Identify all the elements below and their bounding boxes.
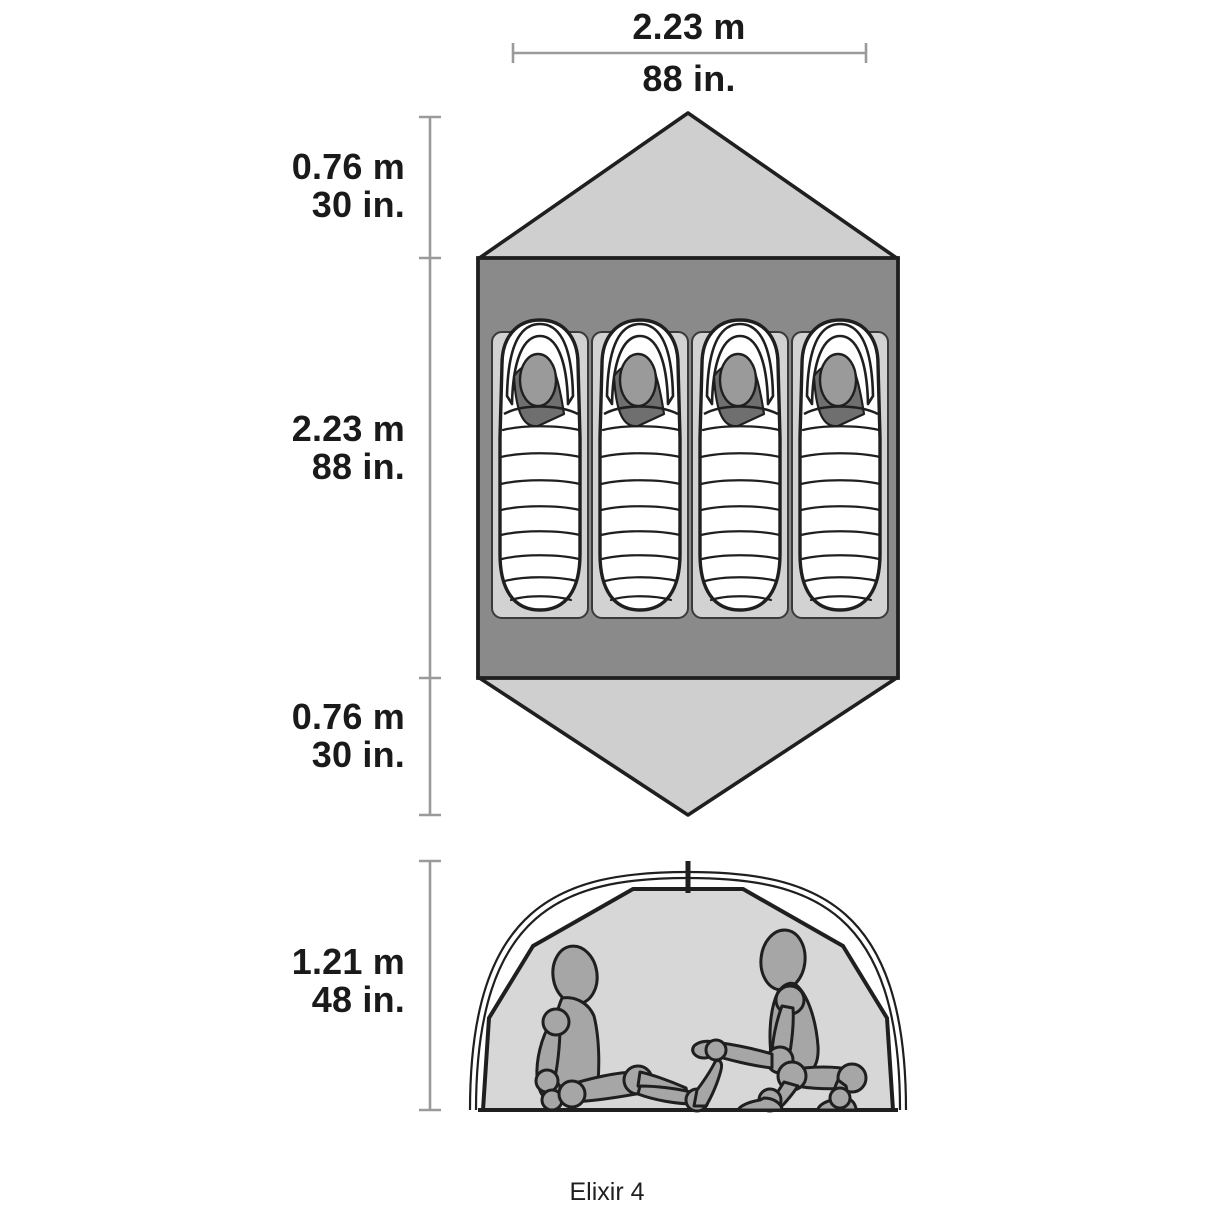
dimension-width-imperial: 88 in. <box>642 58 736 99</box>
floorplan-dimension-line <box>419 115 441 817</box>
elevation-dimension-line <box>419 859 441 1112</box>
kneeling-figure <box>691 928 868 1113</box>
product-caption: Elixir 4 <box>569 1178 645 1206</box>
elevation-view <box>468 861 908 1113</box>
dimension-front-vestibule: 0.76 m 30 in. <box>291 146 405 226</box>
sleeping-bag <box>490 318 590 620</box>
dimension-width-metric: 2.23 m <box>632 6 746 47</box>
front-vestibule-shape <box>476 111 900 261</box>
seated-figure <box>534 944 723 1113</box>
rear-vestibule-shape <box>476 675 900 817</box>
floor-plan-view <box>476 111 900 817</box>
sleeping-bag <box>790 318 890 620</box>
sleeping-bag <box>590 318 690 620</box>
dimension-rear-vestibule: 0.76 m 30 in. <box>291 696 405 776</box>
sleeping-bag <box>690 318 790 620</box>
dimension-floor-length: 2.23 m 88 in. <box>291 408 405 488</box>
top-dimension-line <box>511 43 868 63</box>
dimension-peak-height: 1.21 m 48 in. <box>291 941 405 1021</box>
